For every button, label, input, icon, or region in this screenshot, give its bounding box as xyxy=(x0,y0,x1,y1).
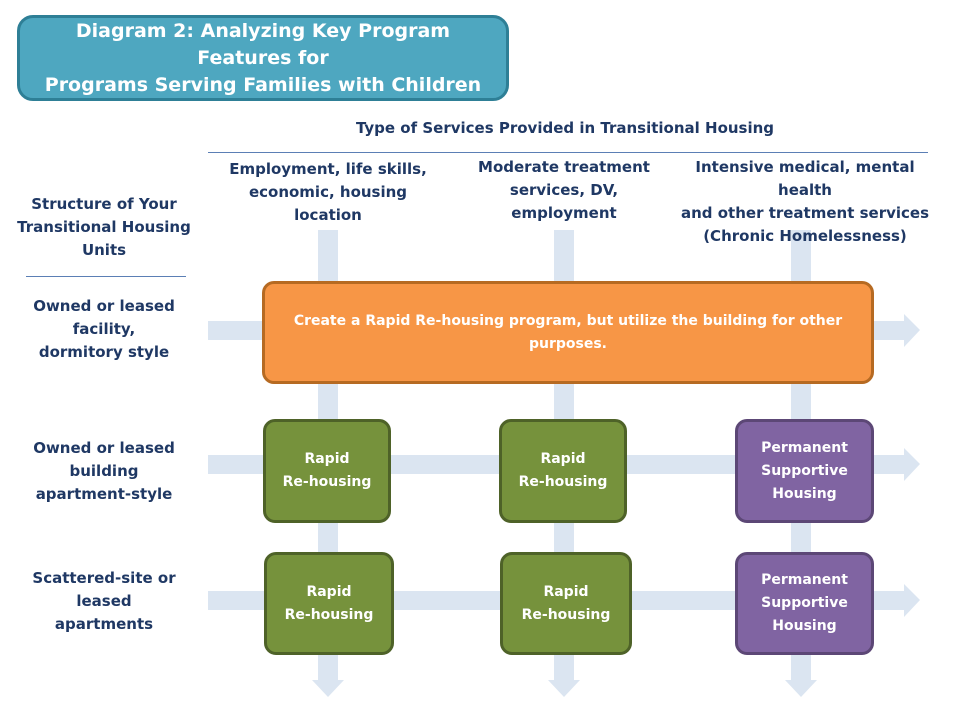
permanent-supportive-housing-box-r3c3: Permanent Supportive Housing xyxy=(735,552,874,655)
row-header-2: Owned or leased building apartment-style xyxy=(33,439,175,503)
permanent-supportive-housing-box-r2c3: Permanent Supportive Housing xyxy=(735,419,874,523)
row-header-1: Owned or leased facility, dormitory styl… xyxy=(33,297,175,361)
rapid-rehousing-box-r3c1: Rapid Re-housing xyxy=(264,552,394,655)
column-axis-header: Type of Services Provided in Transitiona… xyxy=(355,119,775,137)
column-header-2: Moderate treatment services, DV, employm… xyxy=(478,158,650,222)
rapid-rehousing-box-r2c2: Rapid Re-housing xyxy=(499,419,627,523)
column-header-1: Employment, life skills, economic, housi… xyxy=(229,160,427,224)
row-header-divider xyxy=(26,276,186,277)
column-header-3: Intensive medical, mental health and oth… xyxy=(680,158,930,245)
column-header-divider xyxy=(208,152,928,153)
rapid-rehousing-banner: Create a Rapid Re-housing program, but u… xyxy=(262,281,874,384)
diagram-title: Diagram 2: Analyzing Key Program Feature… xyxy=(17,15,509,101)
rapid-rehousing-box-r2c1: Rapid Re-housing xyxy=(263,419,391,523)
rapid-rehousing-box-r3c2: Rapid Re-housing xyxy=(500,552,632,655)
row-header-3: Scattered-site or leased apartments xyxy=(32,569,176,633)
row-axis-header: Structure of Your Transitional Housing U… xyxy=(17,195,191,259)
